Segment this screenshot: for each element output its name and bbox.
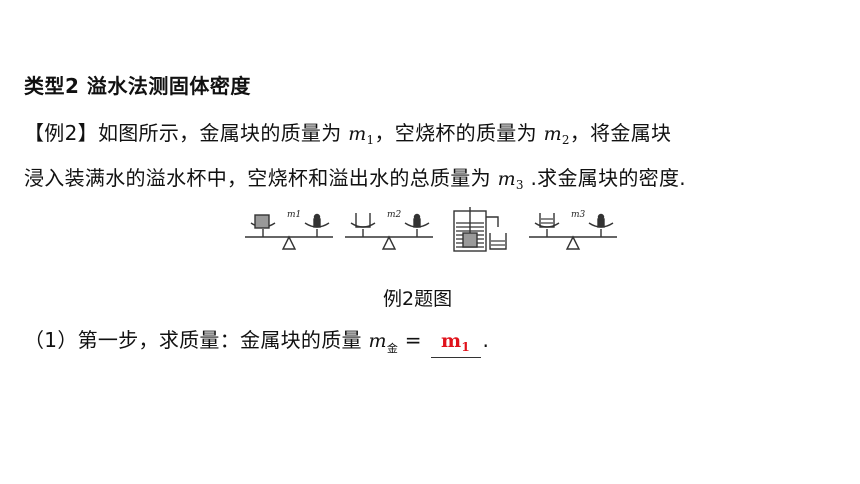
example-text-4: 浸入装满水的溢水杯中，空烧杯和溢出水的总质量为 bbox=[24, 166, 491, 190]
equals-sign: = bbox=[398, 328, 429, 352]
section-heading: 类型2 溢水法测固体密度 bbox=[24, 74, 251, 98]
figure-caption: 例2题图 bbox=[383, 288, 453, 310]
example-text-1: 如图所示，金属块的质量为 bbox=[97, 121, 342, 145]
answer-blank: m1 bbox=[430, 331, 481, 358]
balance-3-icon bbox=[529, 213, 617, 250]
m-metal-symbol: m金 bbox=[368, 330, 399, 355]
example-tag: 【例2】 bbox=[24, 121, 98, 145]
step-1-line: （1）第一步，求质量：金属块的质量 m金 = m1. bbox=[24, 324, 489, 358]
example-text-3: ，将金属块 bbox=[569, 121, 672, 145]
balance-2-icon bbox=[345, 213, 433, 250]
step-1-prefix: （1）第一步，求质量：金属块的质量 bbox=[24, 328, 362, 352]
overflow-cup-icon bbox=[453, 207, 507, 252]
example-line-2: 浸入装满水的溢水杯中，空烧杯和溢出水的总质量为 m3 .求金属块的密度. bbox=[24, 162, 686, 192]
example-text-2: ，空烧杯的质量为 bbox=[374, 121, 537, 145]
figure-label-m3: m3 bbox=[571, 210, 586, 220]
balance-1-icon bbox=[245, 213, 333, 250]
m3-symbol: m3 bbox=[497, 168, 524, 192]
figure-label-m2: m2 bbox=[387, 210, 402, 220]
m1-symbol: m1 bbox=[348, 123, 375, 147]
example-text-5: .求金属块的密度. bbox=[530, 166, 686, 190]
step-1-suffix: . bbox=[482, 328, 490, 352]
balance-figure: m1 m2 m3 bbox=[245, 207, 617, 252]
m2-symbol: m2 bbox=[543, 123, 570, 147]
figure-label-m1: m1 bbox=[287, 210, 301, 220]
example-line-1: 【例2】如图所示，金属块的质量为 m1，空烧杯的质量为 m2，将金属块 bbox=[24, 117, 671, 147]
